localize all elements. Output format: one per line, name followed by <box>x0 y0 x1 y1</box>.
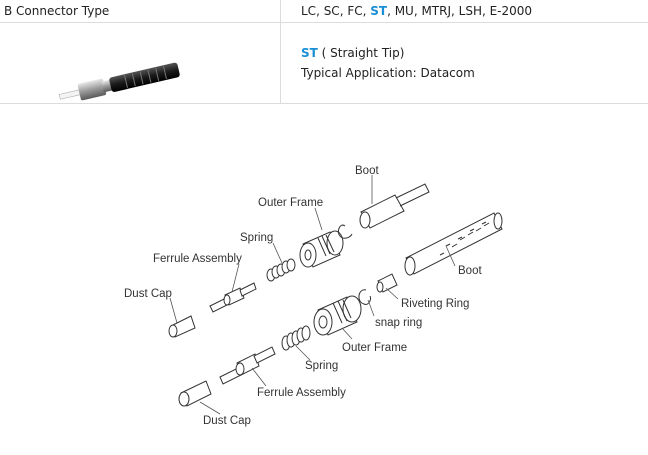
label-ferrule-assembly-upper: Ferrule Assembly <box>153 253 242 265</box>
types-prefix: LC, SC, FC, <box>301 4 371 18</box>
label-snap-ring: snap ring <box>375 317 422 329</box>
lower-boot-part <box>404 212 503 276</box>
selected-connector-code: ST <box>301 46 318 60</box>
label-boot-lower: Boot <box>458 265 482 277</box>
label-dust-cap-lower: Dust Cap <box>203 415 251 427</box>
connector-spec-table: B Connector Type LC, SC, FC, ST, MU, MTR… <box>0 0 648 104</box>
upper-outer-frame-part <box>299 230 344 268</box>
st-connector-photo <box>58 62 180 101</box>
column-divider <box>280 0 281 103</box>
connector-types-list: LC, SC, FC, ST, MU, MTRJ, LSH, E-2000 <box>301 3 532 19</box>
lower-dust-cap-part <box>178 380 212 407</box>
lower-ferrule-part <box>219 346 276 385</box>
types-highlight: ST <box>370 4 388 18</box>
lower-outer-frame-part <box>313 295 362 336</box>
label-spring-lower: Spring <box>305 360 338 372</box>
label-ferrule-assembly-lower: Ferrule Assembly <box>257 387 346 399</box>
label-dust-cap-upper: Dust Cap <box>124 288 172 300</box>
types-suffix: , MU, MTRJ, LSH, E-2000 <box>387 4 533 18</box>
lower-spring-part <box>281 325 311 351</box>
connector-type-label: B Connector Type <box>4 4 110 18</box>
label-boot-upper: Boot <box>355 165 379 177</box>
upper-clip-part <box>337 224 353 239</box>
upper-spring-part <box>266 258 296 282</box>
label-outer-frame-lower: Outer Frame <box>342 342 407 354</box>
label-spring-upper: Spring <box>240 232 273 244</box>
lower-riveting-ring-part <box>376 273 398 293</box>
selected-connector-title: ST ( Straight Tip) <box>301 45 404 61</box>
selected-connector-desc: ( Straight Tip) <box>317 46 405 60</box>
upper-boot-part <box>359 183 430 229</box>
label-riveting-ring: Riveting Ring <box>401 298 469 310</box>
table-row: B Connector Type LC, SC, FC, ST, MU, MTR… <box>0 0 648 23</box>
label-outer-frame-upper: Outer Frame <box>258 197 323 209</box>
upper-ferrule-part <box>209 282 257 313</box>
leader-lines <box>169 175 456 415</box>
st-connector-exploded-diagram: Boot Outer Frame Spring Ferrule Assembly… <box>124 165 503 427</box>
typical-application: Typical Application: Datacom <box>301 66 475 80</box>
lower-snap-ring-part <box>358 289 371 305</box>
table-row: ST ( Straight Tip) Typical Application: … <box>0 23 648 104</box>
upper-dust-cap-part <box>168 315 196 338</box>
